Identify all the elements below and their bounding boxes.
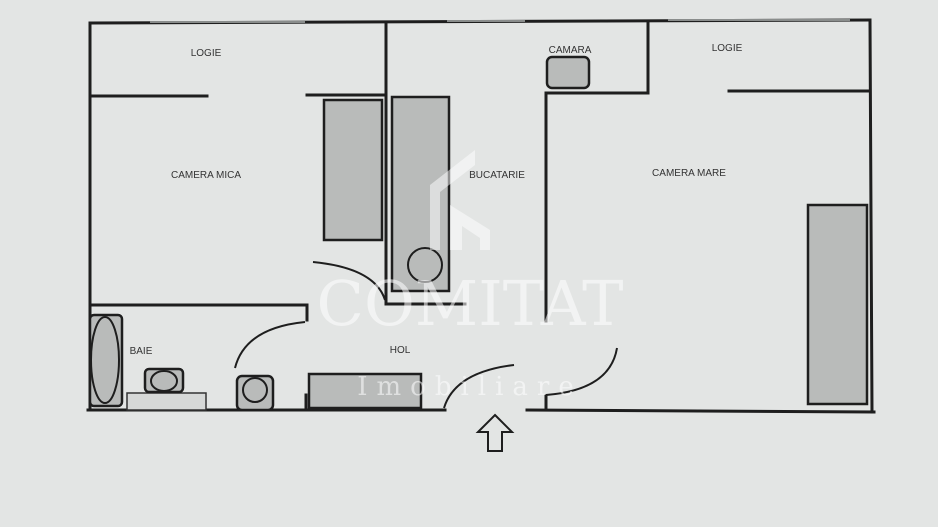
room-labels: LOGIE CAMERA MICA BUCATARIE CAMARA LOGIE… (130, 43, 743, 357)
door-camera-mare (545, 347, 618, 396)
camara-shelf (545, 55, 591, 90)
house-logo-icon (430, 150, 490, 250)
door-camera-mica (312, 261, 386, 301)
label-baie: BAIE (130, 346, 153, 357)
label-logie-right: LOGIE (712, 43, 743, 54)
kitchen-sink-icon (407, 247, 443, 283)
label-camara: CAMARA (549, 45, 592, 56)
washing-machine (235, 374, 275, 412)
watermark-brand: COMITAT (317, 267, 624, 340)
door-entrance (443, 364, 515, 409)
watermark: COMITAT Imobiliare (317, 150, 624, 402)
door-baie (234, 321, 306, 369)
bath-sink-bowl-icon (150, 370, 178, 392)
wardrobe-camera-mare (806, 203, 869, 406)
label-bucatarie: BUCATARIE (469, 170, 525, 181)
label-hol: HOL (390, 345, 411, 356)
walls (86, 18, 876, 414)
label-camera-mare: CAMERA MARE (652, 168, 726, 179)
bottom-wall-right (525, 408, 876, 414)
windows (150, 19, 850, 23)
label-logie-left: LOGIE (191, 48, 222, 59)
label-camera-mica: CAMERA MICA (171, 170, 241, 181)
wardrobe-camera-mica (322, 98, 384, 242)
watermark-subtitle: Imobiliare (357, 372, 582, 402)
right-wall (868, 18, 874, 414)
doors (234, 261, 618, 409)
bath-counter (126, 392, 207, 411)
kitchen-counter (390, 95, 451, 293)
washing-machine-drum-icon (242, 377, 268, 403)
hol-cabinet (307, 372, 423, 410)
bathtub-basin-icon (90, 316, 120, 404)
bathtub (88, 313, 124, 408)
up-arrow-icon (475, 413, 515, 452)
